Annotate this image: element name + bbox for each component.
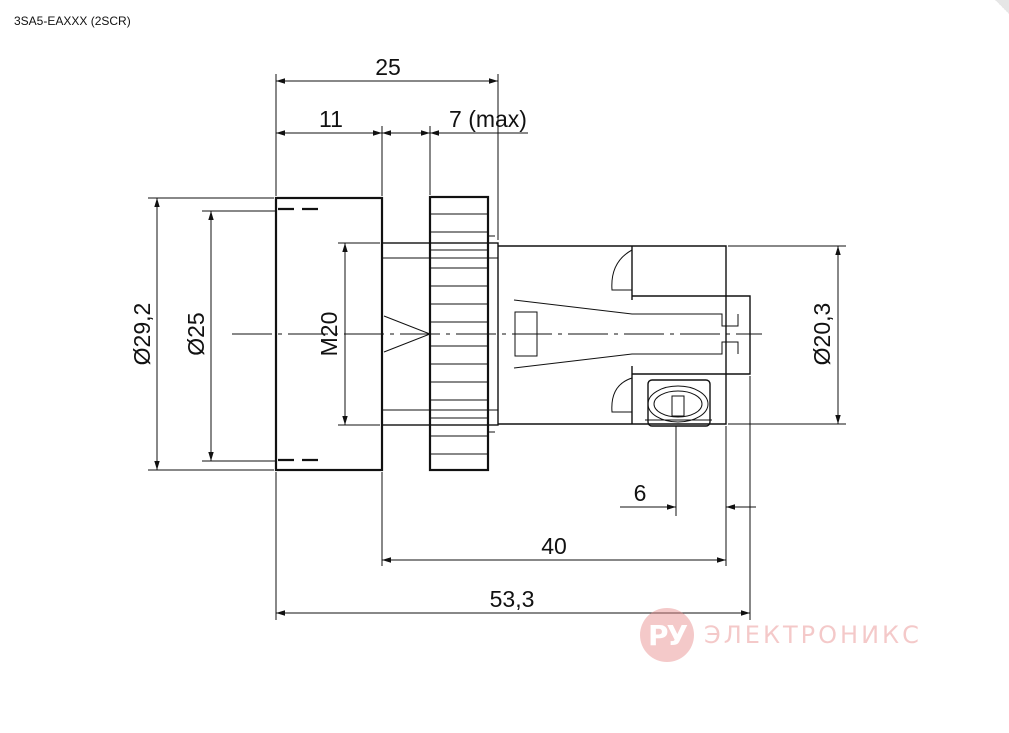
rear-body — [498, 245, 727, 425]
dim-label-terminal-offset: 6 — [634, 480, 647, 506]
terminal-screw — [645, 379, 712, 427]
dim-label-head-depth: 11 — [319, 106, 343, 132]
watermark-text: ЭЛЕКТРОНИКС — [704, 621, 922, 649]
dim-label-thread: M20 — [316, 312, 342, 357]
dim-label-rear-length: 40 — [541, 533, 567, 559]
dim-label-overall-front: 25 — [375, 54, 401, 80]
dim-label-nut-thickness: 7 (max) — [449, 106, 527, 132]
dim-label-bezel-diameter: Ø25 — [183, 312, 209, 355]
dim-label-overall-length: 53,3 — [490, 586, 535, 612]
watermark-logo: РУ ЭЛЕКТРОНИКС — [640, 607, 922, 663]
dim-label-body-diameter: Ø20,3 — [809, 303, 835, 366]
dimension-labels: 25 11 7 (max) Ø29,2 Ø25 M20 Ø20,3 6 40 5… — [129, 54, 835, 612]
spring-contact — [513, 295, 751, 375]
page-corner-fold — [995, 0, 1009, 14]
dim-label-head-diameter: Ø29,2 — [129, 303, 155, 366]
watermark-badge: РУ — [640, 608, 694, 662]
dimension-lines — [154, 78, 841, 616]
knurled-nut — [428, 195, 495, 472]
extension-lines — [148, 74, 846, 620]
part-outline — [232, 195, 762, 472]
page-title: 3SA5-EAXXX (2SCR) — [14, 14, 131, 28]
